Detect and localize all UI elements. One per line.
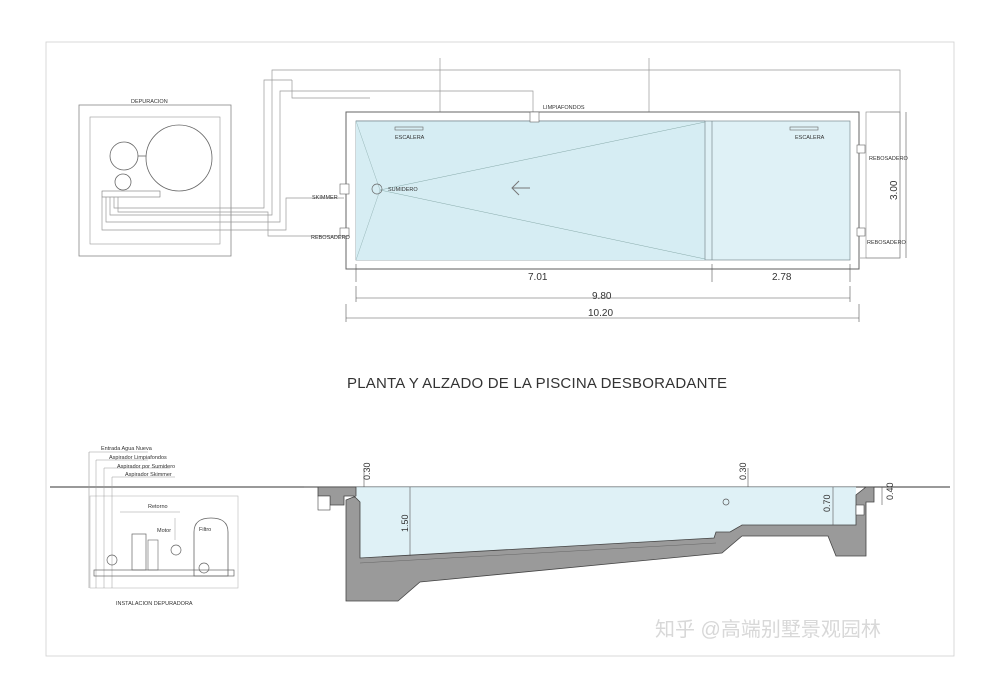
dim-040: 0.40 bbox=[885, 482, 895, 500]
rebosadero-right-bottom-label: REBOSADERO bbox=[867, 240, 907, 246]
escalera-left-label: ESCALERA bbox=[395, 135, 425, 141]
section-water bbox=[356, 487, 856, 558]
rebosadero-left-icon bbox=[339, 227, 350, 237]
instalacion-label: INSTALACION DEPURADORA bbox=[116, 601, 193, 607]
dim-030-right: 0.30 bbox=[738, 462, 748, 480]
dim-980: 9.80 bbox=[592, 291, 612, 302]
rebosadero-left-label: REBOSADERO bbox=[311, 235, 351, 241]
pump-icon bbox=[109, 141, 139, 171]
aspirador-limpiafondos-label: Aspirador Limpiafondos bbox=[109, 455, 167, 461]
dim-278: 2.78 bbox=[772, 272, 792, 283]
dim-701: 7.01 bbox=[528, 272, 548, 283]
motor-icon bbox=[131, 533, 147, 571]
skimmer-label: SKIMMER bbox=[312, 195, 338, 201]
pool-plan bbox=[339, 111, 901, 270]
retorno-label: Retorno bbox=[148, 504, 168, 510]
drawing-title: PLANTA Y ALZADO DE LA PISCINA DESBORADAN… bbox=[347, 375, 727, 392]
aspirador-skimmer-label: Aspirador Skimmer bbox=[125, 472, 172, 478]
escalera-right-label: ESCALERA bbox=[795, 135, 825, 141]
ladder-left-icon bbox=[394, 126, 424, 131]
rebosadero-right-top-label: REBOSADERO bbox=[869, 156, 909, 162]
pool-shell-section bbox=[304, 486, 875, 602]
sumidero-drain-icon bbox=[371, 183, 383, 195]
depuracion-label: DEPURACION bbox=[131, 99, 168, 105]
dim-300: 3.00 bbox=[889, 180, 900, 200]
dim-1020: 10.20 bbox=[588, 308, 613, 319]
filtro-tank-icon bbox=[193, 517, 229, 577]
aspirador-sumidero-label: Aspirador por Sumidero bbox=[117, 464, 175, 470]
filter-tank-icon bbox=[145, 124, 213, 192]
flow-arrow-icon bbox=[511, 180, 530, 196]
section-dimension-lines bbox=[363, 468, 883, 556]
dim-070: 0.70 bbox=[822, 494, 832, 512]
sheet-frame bbox=[45, 41, 955, 657]
sumidero-label: SUMIDERO bbox=[388, 187, 418, 193]
ladder-right-icon bbox=[789, 126, 819, 131]
depuradora-installation bbox=[88, 451, 239, 589]
depuracion-room: DEPURACION bbox=[78, 99, 232, 257]
rebosadero-right-top-icon bbox=[856, 144, 866, 154]
light-icon bbox=[722, 498, 730, 506]
overflow-channel-icon bbox=[317, 495, 331, 511]
limpiafondos-icon bbox=[529, 111, 540, 123]
valve-icon bbox=[114, 173, 132, 191]
filtro-label: Filtro bbox=[199, 527, 211, 533]
plan-dimension-lines bbox=[345, 112, 907, 322]
skimmer-icon bbox=[339, 183, 350, 195]
limpiafondos-label: LIMPIAFONDOS bbox=[543, 105, 585, 111]
motor-label: Motor bbox=[157, 528, 171, 534]
rebosadero-right-bottom-icon bbox=[856, 227, 866, 237]
entrada-label: Entrada Agua Nueva bbox=[101, 446, 153, 452]
dim-030-left: 0.30 bbox=[362, 462, 372, 480]
dim-150: 1.50 bbox=[400, 514, 410, 532]
watermark: 知乎 @高端别墅景观园林 bbox=[655, 618, 881, 641]
